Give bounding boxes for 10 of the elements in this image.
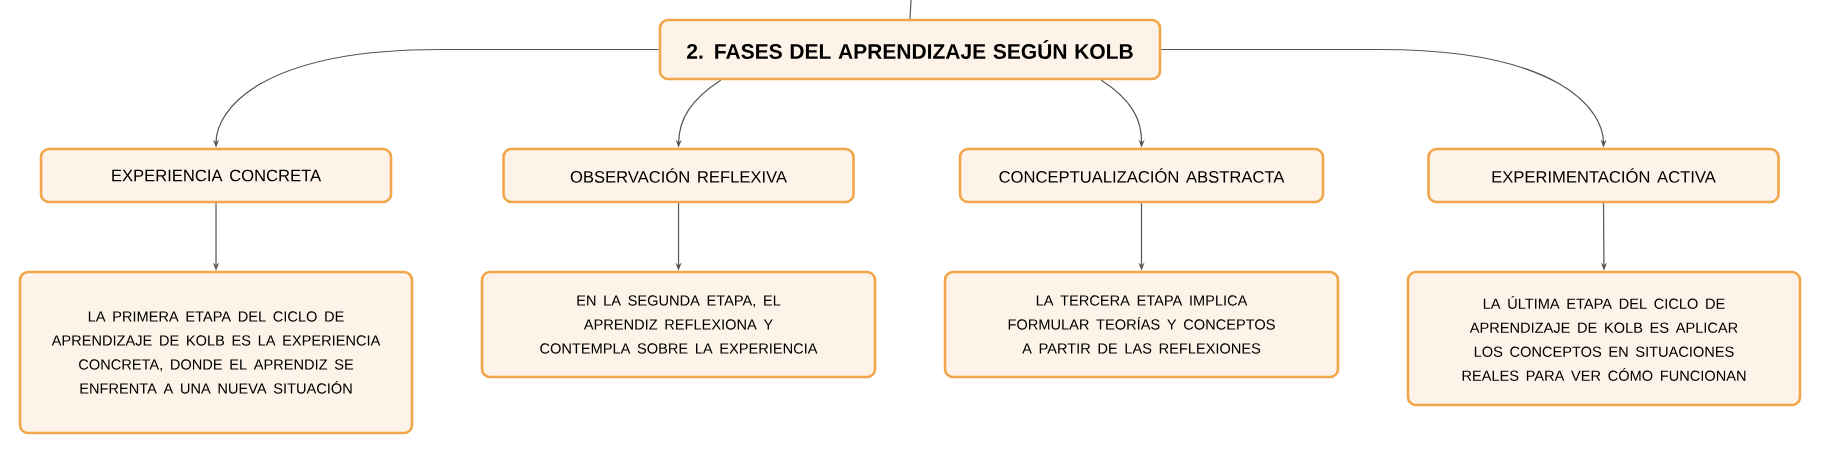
connector [909, 0, 912, 20]
phase-box: CONCEPTUALIZACIÓN ABSTRACTA [958, 147, 1325, 204]
phase-box: EXPERIMENTACIÓN ACTIVA [1427, 147, 1780, 204]
title-box: 2. FASES DEL APRENDIZAJE SEGÚN KOLB [658, 18, 1162, 81]
phase-box: EXPERIENCIA CONCRETA [39, 147, 393, 204]
description-box: LA TERCERA ETAPA IMPLICA FORMULAR TEORÍAS Y CONCEPTOS A PARTIR DE LAS REFLEXIONES [943, 270, 1340, 379]
description-box: LA ÚLTIMA ETAPA DEL CICLO DE APRENDIZAJE DE KOLB ES APLICAR LOS CONCEPTOS EN SITUACIONES REALES PARA VER CÓMO FUNCIONAN [1406, 270, 1802, 407]
description-box: EN LA SEGUNDA ETAPA, EL APRENDIZ REFLEXIONA Y CONTEMPLA SOBRE LA EXPERIENCIA [480, 270, 877, 379]
description-box: LA PRIMERA ETAPA DEL CICLO DE APRENDIZAJE DE KOLB ES LA EXPERIENCIA CONCRETA, DONDE EL APRENDIZ SE ENFRENTA A UNA NUEVA SITUACIÓN [18, 270, 414, 435]
phase-box: OBSERVACIÓN REFLEXIVA [502, 147, 855, 204]
